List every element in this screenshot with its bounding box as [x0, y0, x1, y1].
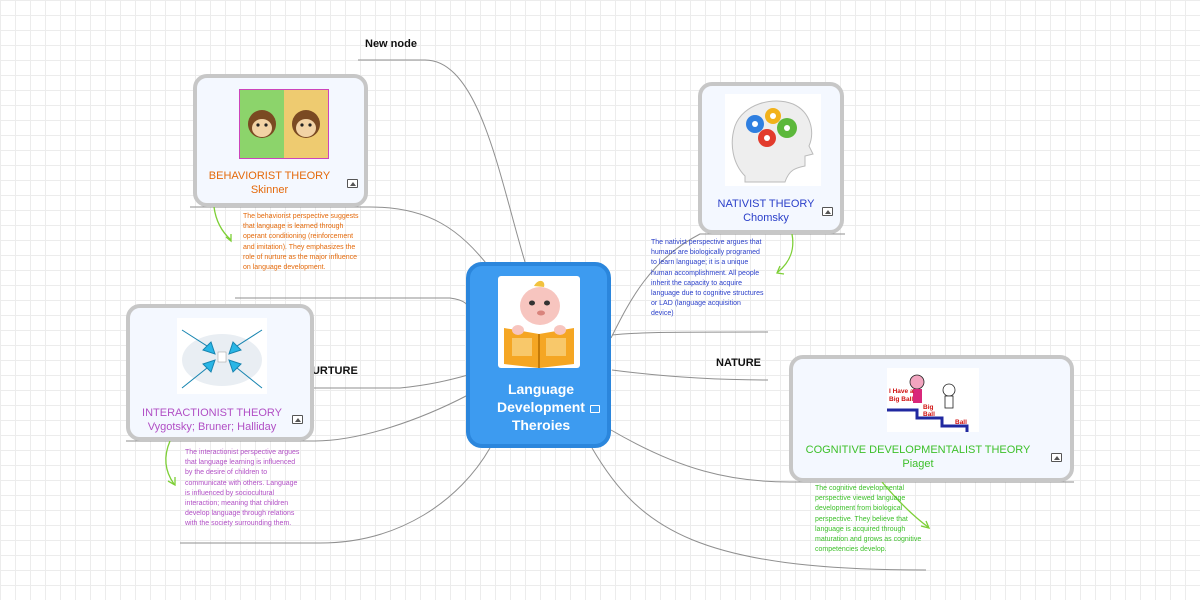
head-gears-image: [725, 94, 821, 186]
picture-icon[interactable]: [1051, 453, 1062, 462]
new-node-label[interactable]: New node: [365, 38, 417, 50]
stairs-text-4: Ball: [923, 411, 935, 418]
arrows-image: [177, 318, 267, 394]
nativist-title: NATIVIST THEORY: [717, 198, 815, 210]
cognitive-theory-node[interactable]: I Have a Big Ball Big Ball Ball COGNITIV…: [789, 355, 1074, 482]
picture-icon[interactable]: [292, 415, 303, 424]
stairs-text-2: Big Ball: [889, 396, 913, 403]
cognitive-note: The cognitive developmental perspective …: [815, 485, 922, 554]
cognitive-author: Piaget: [902, 458, 934, 470]
behaviorist-theory-node[interactable]: BEHAVIORIST THEORY Skinner: [193, 74, 368, 207]
behaviorist-note: The behaviorist perspective suggests tha…: [243, 213, 359, 272]
cognitive-title: COGNITIVE DEVELOPMENTALIST THEORY: [805, 444, 1031, 456]
baby-reading-image: [498, 276, 580, 368]
picture-icon[interactable]: [822, 207, 833, 216]
behaviorist-author: Skinner: [250, 184, 289, 196]
behaviorist-title: BEHAVIORIST THEORY: [208, 170, 331, 182]
nativist-author: Chomsky: [743, 212, 789, 224]
stairs-image: I Have a Big Ball Big Ball Ball: [887, 368, 979, 432]
stairs-text-5: Ball: [955, 419, 967, 426]
nature-label[interactable]: NATURE: [716, 357, 762, 369]
monkeys-image: [239, 89, 329, 159]
stairs-text-3: Big: [923, 404, 934, 411]
interactionist-note: The interactionist perspective argues th…: [185, 449, 300, 528]
interactionist-theory-node[interactable]: INTERACTIONIST THEORY Vygotsky; Bruner; …: [126, 304, 314, 441]
stairs-text-1: I Have a: [889, 388, 914, 395]
nativist-theory-node[interactable]: NATIVIST THEORY Chomsky: [698, 82, 844, 234]
central-topic-node[interactable]: Language Development Theroies: [466, 262, 611, 448]
picture-icon[interactable]: [347, 179, 358, 188]
nurture-label[interactable]: NURTURE: [304, 365, 358, 377]
picture-icon[interactable]: [590, 405, 600, 413]
interactionist-title: INTERACTIONIST THEORY: [142, 407, 282, 419]
interactionist-authors: Vygotsky; Bruner; Halliday: [147, 421, 277, 433]
central-topic-title: Language Development Theroies: [497, 381, 585, 433]
nativist-note: The nativist perspective argues that hum…: [651, 239, 764, 318]
